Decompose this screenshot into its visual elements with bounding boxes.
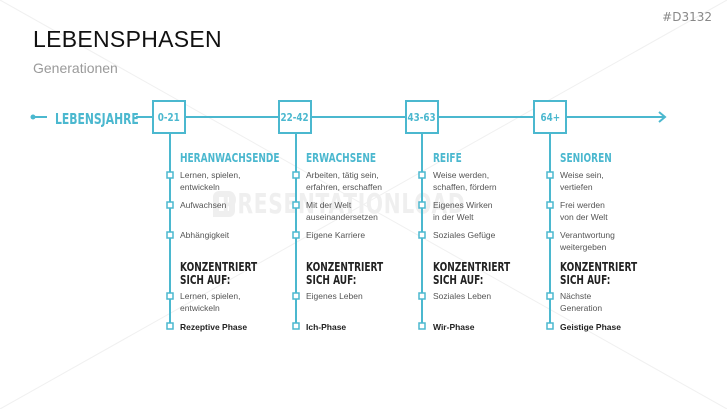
phase-item: Mit der Welt auseinandersetzen bbox=[306, 200, 378, 222]
focus-label: KONZENTRIERT SICH AUF: bbox=[306, 259, 384, 287]
phase-title: SENIOREN bbox=[560, 150, 612, 165]
focus-label: KONZENTRIERT SICH AUF: bbox=[433, 259, 511, 287]
phase-item: Aufwachsen bbox=[180, 200, 227, 210]
phase-name: Wir-Phase bbox=[433, 322, 475, 332]
slide-code: #D3132 bbox=[662, 10, 712, 24]
phase-item: Verantwortung weitergeben bbox=[560, 230, 615, 252]
phase-item: Arbeiten, tätig sein, erfahren, erschaff… bbox=[306, 170, 382, 192]
age-label: 43-63 bbox=[407, 110, 437, 124]
focus-item: Lernen, spielen, entwickeln bbox=[180, 291, 241, 313]
age-box-43-63: 43-63 bbox=[405, 100, 439, 134]
phase-item: Eigene Karriere bbox=[306, 230, 366, 240]
phase-title: REIFE bbox=[433, 150, 462, 165]
phase-item: Weise sein, vertiefen bbox=[560, 170, 604, 192]
phase-item: Frei werden von der Welt bbox=[560, 200, 608, 222]
phase-item: Abhängigkeit bbox=[180, 230, 230, 240]
age-box-22-42: 22-42 bbox=[278, 100, 312, 134]
phase-title: ERWACHSENE bbox=[306, 150, 377, 165]
focus-item: Eigenes Leben bbox=[306, 291, 363, 301]
page-title: LEBENSPHASEN bbox=[33, 26, 222, 52]
focus-item: Nächste Generation bbox=[560, 291, 603, 313]
phase-item: Lernen, spielen, entwickeln bbox=[180, 170, 241, 192]
phase-item: Eigenes Wirken in der Welt bbox=[433, 200, 493, 222]
age-box-0-21: 0-21 bbox=[152, 100, 186, 134]
axis-label: LEBENSJAHRE bbox=[55, 110, 139, 128]
age-label: 64+ bbox=[540, 110, 560, 124]
phase-item: Weise werden, schaffen, fördern bbox=[433, 170, 497, 192]
focus-item: Soziales Leben bbox=[433, 291, 492, 301]
focus-label: KONZENTRIERT SICH AUF: bbox=[560, 259, 638, 287]
age-label: 22-42 bbox=[280, 110, 310, 124]
age-box-64-plus: 64+ bbox=[533, 100, 567, 134]
phase-name: Ich-Phase bbox=[306, 322, 347, 332]
phase-name: Geistige Phase bbox=[560, 322, 621, 332]
phase-name: Rezeptive Phase bbox=[180, 322, 248, 332]
age-label: 0-21 bbox=[157, 110, 181, 124]
phase-title: HERANWACHSENDE bbox=[180, 150, 280, 165]
focus-label: KONZENTRIERT SICH AUF: bbox=[180, 259, 258, 287]
phase-item: Soziales Gefüge bbox=[433, 230, 496, 240]
page-subtitle: Generationen bbox=[33, 60, 118, 76]
watermark-logo-icon bbox=[213, 191, 235, 217]
